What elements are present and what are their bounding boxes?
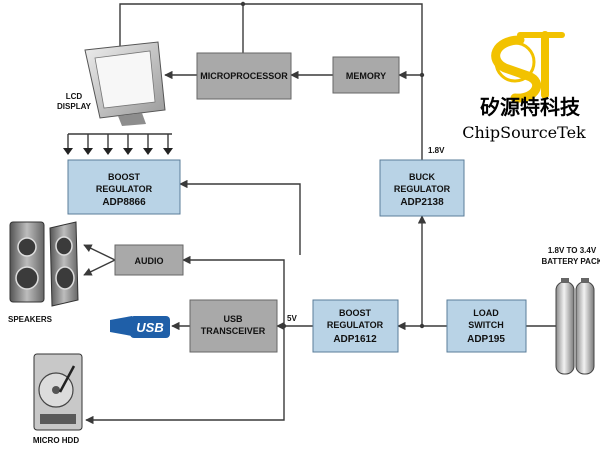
boost-regulator-adp8866-block: BOOST REGULATOR ADP8866: [67, 159, 181, 215]
svg-text:BOOST: BOOST: [339, 308, 372, 318]
svg-text:ADP195: ADP195: [467, 334, 505, 345]
wires: [67, 3, 556, 425]
memory-block: MEMORY: [332, 56, 400, 94]
speakers-label: SPEAKERS: [8, 315, 53, 324]
usb-logo-icon: USB: [110, 316, 170, 338]
buck-regulator-adp2138-block: BUCK REGULATOR ADP2138: [379, 159, 465, 217]
lcd-display-icon: [84, 41, 166, 126]
chipsourcetek-logo-icon: [491, 31, 565, 103]
load-switch-adp195-block: LOAD SWITCH ADP195: [446, 299, 527, 353]
svg-text:TRANSCEIVER: TRANSCEIVER: [201, 326, 266, 336]
usb-transceiver-block: USB TRANSCEIVER: [189, 299, 278, 353]
svg-text:USB: USB: [136, 320, 163, 335]
svg-text:MEMORY: MEMORY: [346, 71, 386, 81]
lcd-label-line1: LCD: [66, 92, 83, 101]
svg-text:USB: USB: [223, 314, 243, 324]
audio-block: AUDIO: [114, 244, 184, 276]
svg-text:ADP1612: ADP1612: [333, 334, 377, 345]
svg-text:SWITCH: SWITCH: [468, 320, 504, 330]
micro-hdd-icon: [33, 353, 83, 431]
battery-label-line2: BATTERY PACK: [541, 257, 600, 266]
voltage-5v-label: 5V: [287, 314, 297, 323]
voltage-1v8-label: 1.8V: [428, 146, 445, 155]
microprocessor-block: MICROPROCESSOR: [196, 52, 292, 100]
boost-regulator-adp1612-block: BOOST REGULATOR ADP1612: [312, 299, 399, 353]
svg-text:BOOST: BOOST: [108, 172, 141, 182]
svg-text:REGULATOR: REGULATOR: [394, 184, 451, 194]
battery-label-line1: 1.8V TO 3.4V: [548, 246, 597, 255]
brand-name-cn: 矽源特科技: [480, 95, 581, 119]
svg-text:REGULATOR: REGULATOR: [96, 184, 153, 194]
led-array-icon: [63, 148, 173, 155]
battery-pack-icon: [555, 278, 595, 375]
svg-text:ADP8866: ADP8866: [102, 197, 146, 208]
svg-text:ADP2138: ADP2138: [400, 197, 444, 208]
speakers-icon: [9, 221, 79, 307]
micro-hdd-label: MICRO HDD: [33, 436, 79, 445]
lcd-label-line2: DISPLAY: [57, 102, 92, 111]
brand-name-en: ChipSourceTek: [462, 123, 586, 142]
junctions: [240, 1, 425, 329]
svg-text:BUCK: BUCK: [409, 172, 435, 182]
svg-text:LOAD: LOAD: [473, 308, 499, 318]
svg-text:MICROPROCESSOR: MICROPROCESSOR: [200, 71, 288, 81]
svg-text:AUDIO: AUDIO: [135, 256, 164, 266]
svg-text:REGULATOR: REGULATOR: [327, 320, 384, 330]
